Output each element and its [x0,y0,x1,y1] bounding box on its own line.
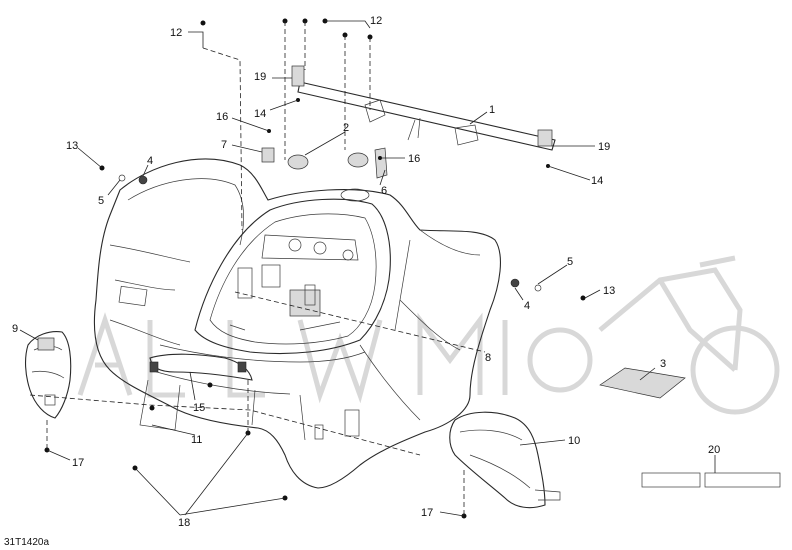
callout-4b: 4 [524,300,530,312]
right-front-guard [449,411,561,509]
callout-7: 7 [221,139,227,151]
callout-8: 8 [485,352,491,364]
top-crossbar [297,81,556,151]
mount-bracket [139,353,253,431]
callout-3: 3 [660,358,666,370]
figure-id: 31T1420a [4,537,49,548]
callout-16b: 16 [408,153,420,165]
callouts: 12 12 19 14 1 16 2 7 16 19 13 4 6 5 14 5… [12,15,720,529]
callout-5a: 5 [98,195,104,207]
left-side-guard [25,331,72,419]
callout-13b: 13 [603,285,615,297]
callout-15: 15 [193,402,205,414]
callout-10: 10 [568,435,580,447]
callout-9: 9 [12,323,18,335]
callout-12b: 12 [370,15,382,27]
front-fender [93,158,501,489]
callout-19a: 19 [254,71,266,83]
callout-14a: 14 [254,108,266,120]
callout-18: 18 [178,517,190,529]
callout-11: 11 [191,434,202,446]
callout-12a: 12 [170,27,182,39]
callout-13a: 13 [66,140,78,152]
callout-16a: 16 [216,111,228,123]
hardware [44,18,781,519]
watermark [77,255,780,415]
callout-17a: 17 [72,457,84,469]
callout-1: 1 [489,104,495,116]
callout-19b: 19 [598,141,610,153]
callout-4a: 4 [147,155,153,167]
callout-2: 2 [343,122,349,134]
callout-5b: 5 [567,256,573,268]
callout-17b: 17 [421,507,433,519]
callout-6: 6 [381,185,387,197]
callout-14b: 14 [591,175,603,187]
leader-lines [19,20,716,517]
callout-20: 20 [708,444,720,456]
